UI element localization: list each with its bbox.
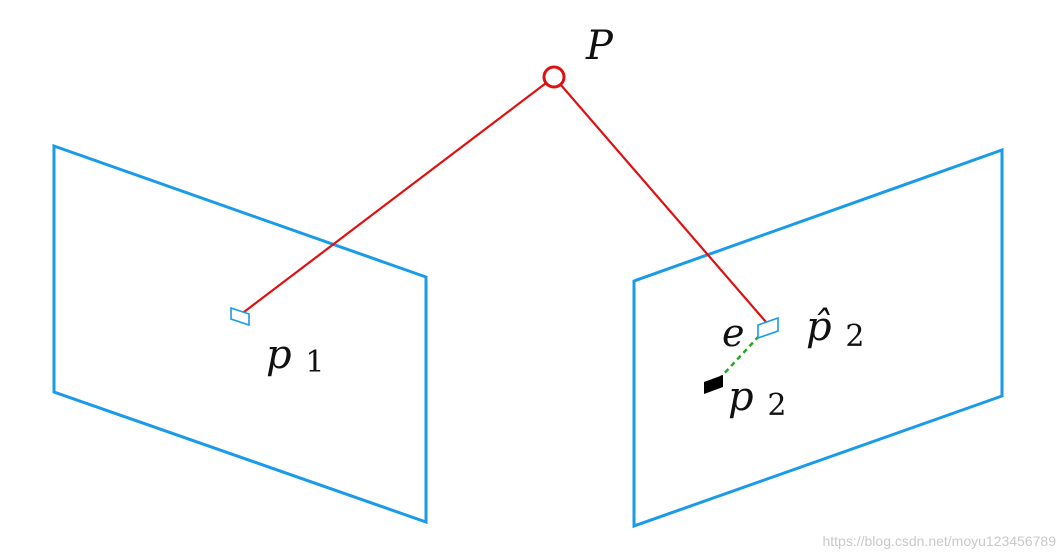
projected-point-p1 [230, 306, 250, 327]
label-p2-hat: p̂ 2 [806, 304, 864, 354]
left-image-plane [52, 143, 428, 525]
watermark-text: https://blog.csdn.net/moyu123456789 [822, 533, 1056, 549]
reprojection-error-segment [719, 335, 760, 379]
label-p2-hat-sub: 2 [845, 319, 864, 354]
label-P-base: P [585, 23, 614, 69]
ray-to-p1 [243, 76, 555, 313]
label-p2: p 2 [728, 374, 786, 423]
label-p1-sub: 1 [305, 345, 324, 380]
label-p1-base: p [266, 332, 292, 378]
reprojected-point-p2-hat [757, 316, 779, 340]
label-e-base: e [722, 311, 745, 355]
world-point-P [542, 65, 566, 89]
label-p1: p 1 [266, 332, 324, 380]
right-image-plane [632, 147, 1004, 529]
label-e: e [722, 311, 745, 355]
label-p2-sub: 2 [767, 388, 786, 423]
ray-to-p2-hat [553, 76, 767, 323]
label-p2-hat-base: p̂ [806, 304, 832, 350]
label-P: P [585, 23, 614, 69]
label-p2-base: p [728, 374, 754, 420]
observed-point-p2 [704, 375, 723, 394]
